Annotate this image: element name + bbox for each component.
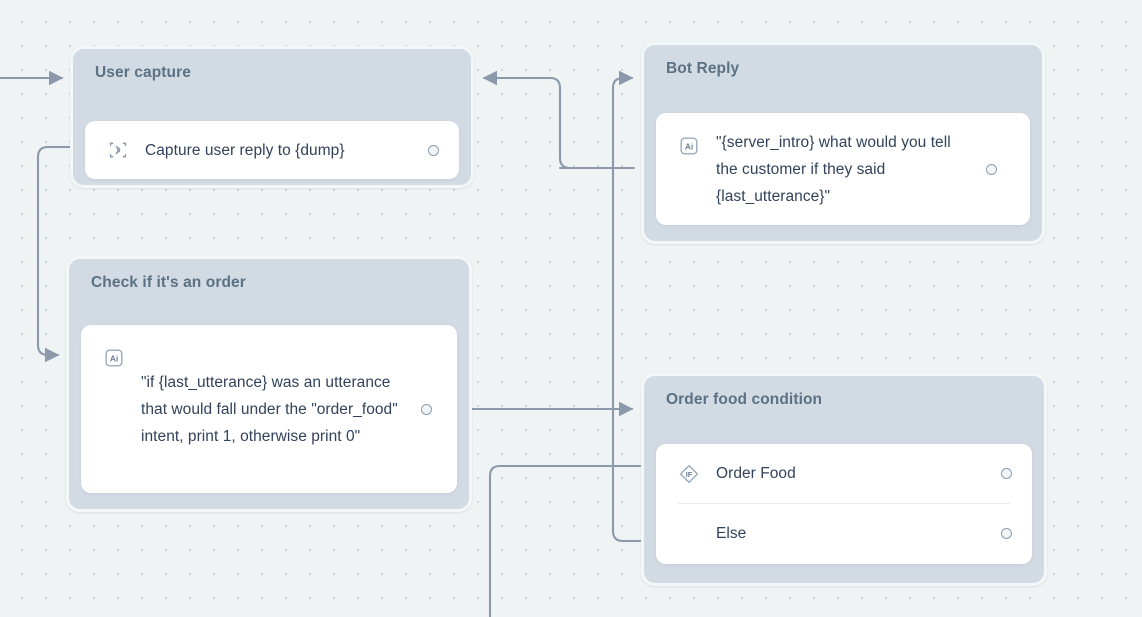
if-glyph: IF xyxy=(686,469,693,478)
ai-icon: Ai xyxy=(103,347,125,369)
output-port[interactable] xyxy=(428,144,439,156)
node-order-condition[interactable]: Order food condition IF Order Food Else xyxy=(641,373,1047,586)
row-label: Else xyxy=(716,525,747,542)
row-label: Capture user reply to {dump} xyxy=(145,141,345,159)
node-title: Order food condition xyxy=(666,391,823,408)
node-check-order[interactable]: Check if it's an order Ai "if {last_utte… xyxy=(66,256,472,512)
card-row[interactable]: Ai "if {last_utterance} was an utterance… xyxy=(81,325,457,493)
edge-order-food-out xyxy=(488,464,647,617)
node-title: User capture xyxy=(95,64,191,81)
output-port[interactable] xyxy=(421,403,432,415)
node-card: Ai "if {last_utterance} was an utterance… xyxy=(81,325,457,493)
row-label: "if {last_utterance} was an utterance th… xyxy=(141,373,398,445)
edge-bot-reply-to-user-capture xyxy=(484,78,636,170)
node-title: Check if it's an order xyxy=(91,274,246,291)
row-label: "{server_intro} what would you tell the … xyxy=(716,133,951,205)
node-card: Ai "{server_intro} what would you tell t… xyxy=(656,113,1030,225)
node-title: Bot Reply xyxy=(666,60,740,77)
output-port[interactable] xyxy=(986,163,997,175)
ai-glyph: Ai xyxy=(110,353,118,363)
ai-glyph: Ai xyxy=(685,141,693,151)
row-divider xyxy=(678,503,1010,504)
card-row[interactable]: IF Order Food xyxy=(656,444,1032,503)
node-bot-reply[interactable]: Bot Reply Ai "{server_intro} what would … xyxy=(641,42,1045,244)
card-row[interactable]: Capture user reply to {dump} xyxy=(85,121,459,179)
capture-icon xyxy=(107,139,129,161)
node-card: IF Order Food Else xyxy=(656,444,1032,564)
ai-icon: Ai xyxy=(678,135,700,157)
row-label: Order Food xyxy=(716,465,796,482)
spacer-icon xyxy=(678,523,700,545)
output-port[interactable] xyxy=(1001,528,1012,539)
card-row[interactable]: Ai "{server_intro} what would you tell t… xyxy=(656,113,1030,225)
node-card: Capture user reply to {dump} xyxy=(85,121,459,179)
card-row[interactable]: Else xyxy=(656,504,1032,563)
output-port[interactable] xyxy=(1001,468,1012,479)
node-user-capture[interactable]: User capture Capture use xyxy=(70,46,474,188)
if-icon: IF xyxy=(678,463,700,485)
